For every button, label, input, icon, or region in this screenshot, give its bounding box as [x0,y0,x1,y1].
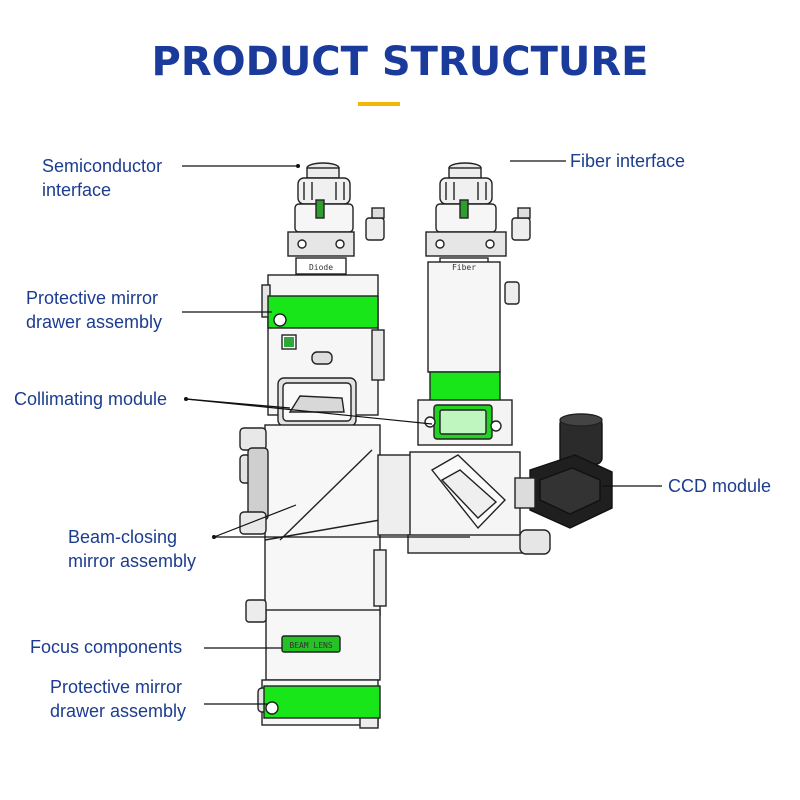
label-line: Protective mirror [26,288,159,308]
page-title: PRODUCT STRUCTURE [151,39,649,85]
label-beam-closing: Beam-closing mirror assembly [68,525,196,573]
label-line: drawer assembly [26,312,163,332]
label-focus-components: Focus components [30,637,183,657]
beam-bridge [377,451,527,554]
fiber-connector [425,162,531,275]
label-ccd-module: CCD module [668,476,772,496]
fiber-body [417,261,520,446]
label-semiconductor-interface: Semiconductor interface [42,154,162,202]
fiber-marking: Fiber [452,263,476,272]
label-fiber-interface: Fiber interface [570,151,686,171]
leader-beam-2 [213,504,297,538]
semiconductor-lower-body [239,424,387,616]
semiconductor-connector [287,162,385,275]
label-line: Protective mirror [50,677,183,697]
label-line: drawer assembly [50,701,187,721]
focus-window-marking: BEAM LENS [289,641,333,650]
label-line: Beam-closing [68,527,178,547]
label-protective-mirror-top: Protective mirror drawer assembly [26,286,162,334]
protective-mirror-band-bottom [263,685,381,719]
label-line: mirror assembly [68,551,197,571]
label-collimating-module: Collimating module [14,389,168,409]
protective-mirror-band-top [267,295,379,329]
label-protective-mirror-bottom: Protective mirror drawer assembly [50,675,186,723]
label-line: Semiconductor [42,156,163,176]
ccd-module [514,413,613,555]
title-accent-underline [358,102,400,106]
diode-marking: Diode [309,263,333,272]
leader-collimating-2 [185,398,433,425]
label-line: interface [42,180,112,200]
